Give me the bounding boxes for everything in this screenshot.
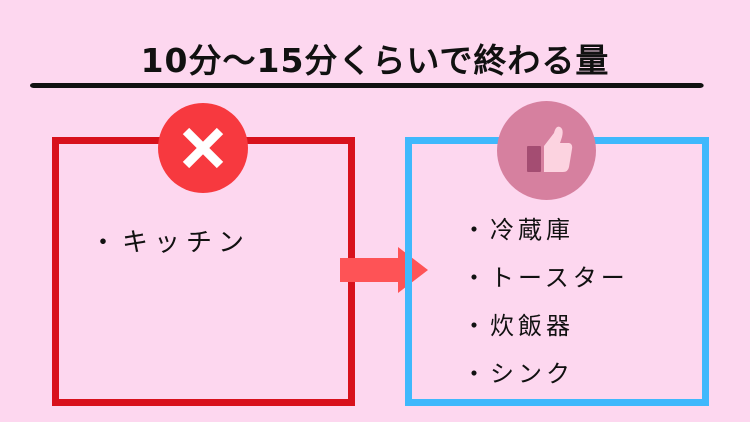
title-underline — [30, 83, 704, 88]
list-item: ・冷蔵庫 — [462, 216, 574, 244]
page-title: 10分〜15分くらいで終わる量 — [140, 41, 610, 80]
list-item: ・トースター — [462, 264, 629, 292]
thumbs-up-icon — [497, 101, 596, 200]
list-item: ・炊飯器 — [462, 312, 574, 340]
list-item: ・シンク — [462, 360, 574, 388]
good-list: ・冷蔵庫 ・トースター ・炊飯器 ・シンク — [462, 206, 629, 398]
cross-icon — [158, 103, 248, 193]
list-item: ・キッチン — [90, 228, 251, 258]
bad-list: ・キッチン — [90, 222, 250, 259]
